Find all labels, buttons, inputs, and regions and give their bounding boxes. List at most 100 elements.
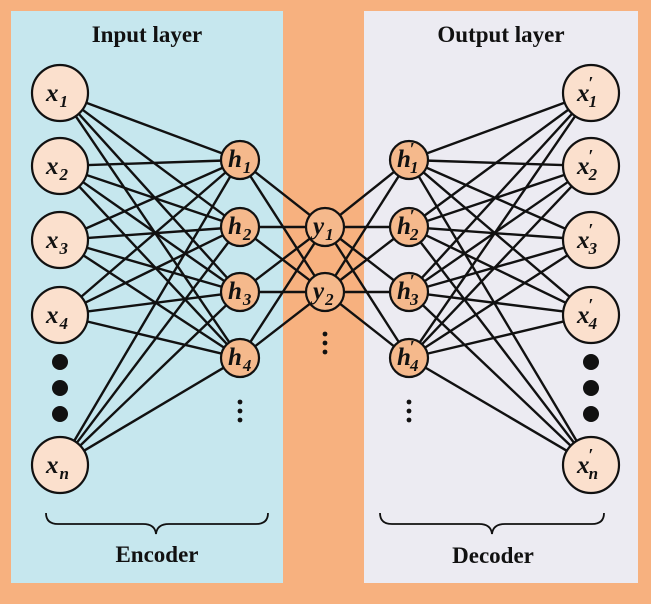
node-subscript: 4 bbox=[242, 356, 252, 375]
input-node-3: x3 bbox=[30, 210, 90, 270]
neuron-circle bbox=[30, 435, 90, 495]
edge-input-2-to-encoder_hidden-3 bbox=[82, 181, 226, 283]
node-subscript: 3 bbox=[409, 290, 419, 309]
output-ellipsis-dot-1 bbox=[583, 354, 599, 370]
node-label: x′1 bbox=[576, 73, 597, 111]
node-label: h′4 bbox=[397, 337, 418, 375]
edge-code-2-to-decoder_hidden-2 bbox=[339, 237, 395, 282]
output-node-4: x′4 bbox=[561, 285, 621, 345]
edge-code-2-to-decoder_hidden-1 bbox=[334, 175, 400, 277]
neuron-circle bbox=[30, 210, 90, 270]
node-symbol: h bbox=[397, 213, 411, 240]
node-prime: ′ bbox=[589, 445, 594, 465]
node-subscript: 1 bbox=[589, 92, 598, 111]
neuron-circle bbox=[561, 285, 621, 345]
node-symbol: x bbox=[576, 452, 590, 479]
decoder-bracket bbox=[379, 512, 605, 535]
node-label: xn bbox=[45, 452, 69, 483]
edge-input-5-to-encoder_hidden-3 bbox=[79, 304, 228, 447]
node-symbol: x bbox=[45, 302, 59, 329]
node-subscript: 2 bbox=[588, 165, 598, 184]
edge-encoder_hidden-3-to-code-1 bbox=[254, 237, 311, 282]
node-symbol: h bbox=[397, 278, 411, 305]
edge-decoder_hidden-4-to-output-3 bbox=[424, 254, 569, 349]
edge-decoder_hidden-2-to-output-5 bbox=[419, 241, 575, 444]
node-label: x′2 bbox=[576, 146, 598, 184]
node-subscript: 3 bbox=[59, 239, 69, 258]
edge-input-3-to-encoder_hidden-1 bbox=[85, 166, 224, 230]
neuron-circle bbox=[561, 136, 621, 196]
encoder-hidden-node-3: h3 bbox=[219, 271, 261, 313]
decoder-label: Decoder bbox=[452, 543, 534, 568]
node-label: x4 bbox=[45, 302, 68, 333]
encoder-label: Encoder bbox=[115, 542, 198, 567]
node-label: x′4 bbox=[576, 295, 597, 333]
node-subscript: 3 bbox=[588, 239, 598, 258]
node-prime: ′ bbox=[410, 271, 415, 291]
node-prime: ′ bbox=[589, 146, 594, 166]
node-subscript: n bbox=[60, 464, 69, 483]
code-ellipsis-dot-2 bbox=[322, 340, 328, 346]
node-subscript: 2 bbox=[242, 225, 252, 244]
edge-decoder_hidden-1-to-output-4 bbox=[422, 171, 571, 298]
code-ellipsis-dot-3 bbox=[322, 349, 328, 355]
neuron-circle bbox=[219, 206, 261, 248]
node-subscript: 1 bbox=[325, 225, 334, 244]
neuron-circle bbox=[561, 210, 621, 270]
node-label: x′3 bbox=[576, 220, 598, 258]
encoder-hidden-node-4: h4 bbox=[219, 337, 261, 379]
node-symbol: x bbox=[45, 153, 59, 180]
output-node-3: x′3 bbox=[561, 210, 621, 270]
node-subscript: 1 bbox=[60, 92, 69, 111]
node-symbol: x bbox=[45, 227, 59, 254]
node-symbol: h bbox=[397, 146, 411, 173]
neuron-circle bbox=[561, 63, 621, 123]
input-node-5: xn bbox=[30, 435, 90, 495]
input-node-1: x1 bbox=[30, 63, 90, 123]
edge-input-3-to-encoder_hidden-4 bbox=[82, 254, 225, 349]
node-prime: ′ bbox=[410, 337, 415, 357]
continuation-dots bbox=[52, 331, 599, 423]
neuron-circle bbox=[561, 435, 621, 495]
node-symbol: y bbox=[310, 278, 325, 305]
edge-input-4-to-encoder_hidden-2 bbox=[84, 234, 224, 304]
edge-code-2-to-decoder_hidden-4 bbox=[339, 302, 395, 348]
output-node-1: x′1 bbox=[561, 63, 621, 123]
node-symbol: y bbox=[310, 213, 325, 240]
node-prime: ′ bbox=[589, 220, 594, 240]
edge-input-5-to-encoder_hidden-4 bbox=[83, 366, 225, 452]
edge-input-1-to-encoder_hidden-1 bbox=[85, 101, 223, 155]
edge-decoder_hidden-2-to-output-1 bbox=[423, 108, 570, 217]
node-label: y1 bbox=[310, 213, 334, 244]
encoder-hidden-ellipsis-dot-2 bbox=[237, 408, 243, 414]
node-label: x1 bbox=[45, 80, 68, 111]
input-ellipsis-dot-1 bbox=[52, 354, 68, 370]
input-node-2: x2 bbox=[30, 136, 90, 196]
edge-input-1-to-encoder_hidden-3 bbox=[77, 112, 229, 279]
input-ellipsis-dot-3 bbox=[52, 406, 68, 422]
node-symbol: h bbox=[397, 344, 411, 371]
node-label: h′3 bbox=[397, 271, 419, 309]
neuron-circle bbox=[304, 206, 346, 248]
neuron-circle bbox=[304, 271, 346, 313]
edge-input-2-to-encoder_hidden-1 bbox=[87, 159, 222, 167]
connection-lines bbox=[73, 101, 578, 452]
edge-encoder_hidden-1-to-code-1 bbox=[254, 170, 311, 217]
encoder-hidden-ellipsis-dot-1 bbox=[237, 399, 243, 405]
node-symbol: h bbox=[228, 344, 242, 371]
code-ellipsis-dot-1 bbox=[322, 331, 328, 337]
edge-decoder_hidden-3-to-output-5 bbox=[421, 304, 572, 447]
node-label: x′n bbox=[576, 445, 598, 483]
node-symbol: x bbox=[576, 80, 590, 107]
node-label: x3 bbox=[45, 227, 69, 258]
node-subscript: 1 bbox=[243, 158, 252, 177]
node-symbol: x bbox=[45, 80, 59, 107]
decoder-hidden-ellipsis-dot-1 bbox=[406, 399, 412, 405]
edge-input-5-to-encoder_hidden-2 bbox=[75, 241, 230, 444]
node-subscript: 4 bbox=[59, 314, 69, 333]
edge-decoder_hidden-4-to-output-1 bbox=[418, 115, 577, 344]
output-layer-title: Output layer bbox=[437, 22, 564, 47]
decoder-hidden-node-3: h′3 bbox=[388, 271, 430, 313]
decoder-hidden-ellipsis-dot-2 bbox=[406, 408, 412, 414]
